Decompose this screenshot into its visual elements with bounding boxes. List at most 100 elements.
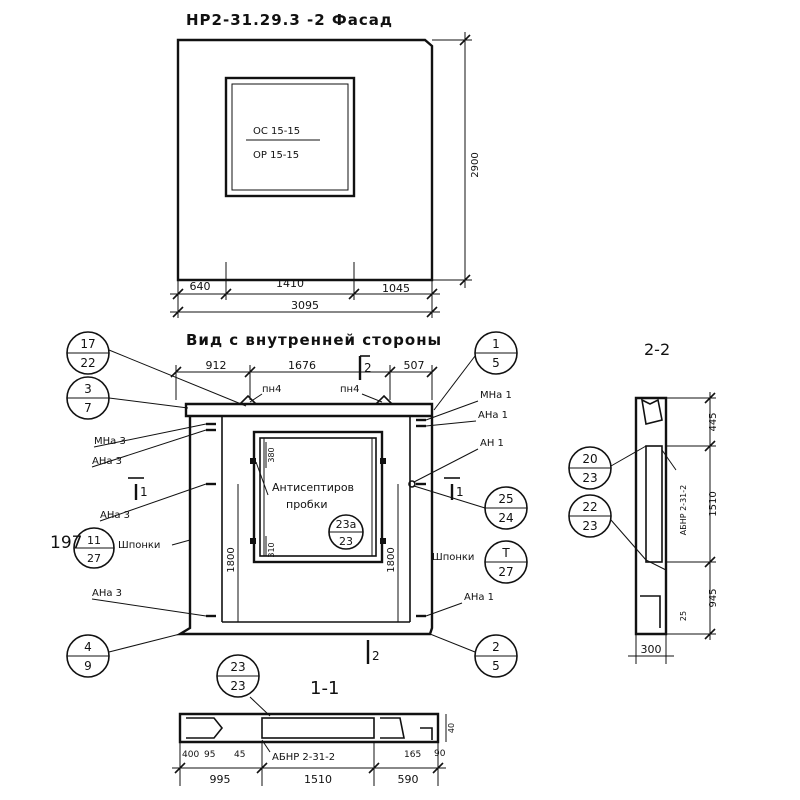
ref-4-num: 4 [84,640,92,654]
dim-95: 95 [204,750,215,760]
leader [255,461,269,496]
window-mark-bottom: ОР 15-15 [253,150,299,161]
leader [610,519,647,561]
leader [425,400,479,421]
ref-7-den: 7 [84,401,92,415]
section-2-2-window-block [645,445,663,563]
interior-window-inner [259,437,377,557]
dim-tick [426,366,438,378]
an1-label: АН 1 [480,438,504,449]
dim-tick [384,366,396,378]
dim-590: 590 [398,773,419,786]
dim-90: 90 [434,749,446,759]
leader [429,633,476,653]
leader [425,420,477,427]
panel-top-band [184,402,434,418]
dim-300: 300 [641,643,662,656]
ref-24-den: 24 [498,511,513,525]
leader [91,429,207,468]
pn4-right-label: пн4 [340,384,359,395]
ref-5b-den: 5 [492,659,500,673]
mna1-label: МНа 1 [480,390,512,401]
interior-dim-top-right: 507 [404,359,425,372]
dim-45: 45 [234,750,245,760]
cut-2-top-label: 2 [364,361,372,375]
abnr-s11: АБНР 2-31-2 [272,752,335,763]
ana1-b-label: АНа 1 [464,592,494,603]
leader [91,598,207,617]
facade-view: НР2-31.29.3 -2 Фасад ОС 15-15 ОР 15-15 2… [170,11,481,318]
ana1-a-label: АНа 1 [478,410,508,421]
interior-view: Вид с внутренней стороны 912 1676 507 2 … [50,331,528,678]
dim-945: 945 [708,588,719,607]
section-1-1-window-block [261,717,375,739]
ref-27-den: 27 [498,565,513,579]
section-1-1-title: 1-1 [310,678,339,699]
ref-23-den: 23 [339,535,353,548]
dim-tick [704,440,716,452]
facade-dim-left: 640 [190,280,211,293]
leader [413,485,486,509]
dim-380: 380 [267,447,276,462]
dim-1510-s22: 1510 [708,491,719,516]
facade-window-outer [224,76,356,198]
shponki-left-label: Шпонки [118,540,160,551]
dim-tick [459,34,471,46]
wood-plug [380,458,386,464]
dim-25: 25 [679,611,688,621]
dim-1510-s11: 1510 [304,773,332,786]
ref-23b-den-s22: 23 [582,519,597,533]
dim-tick [244,366,256,378]
ref-23-den-s11: 23 [230,679,245,693]
cut-2-bottom-label: 2 [372,649,380,663]
leader [249,393,263,403]
leader [361,393,383,403]
leader [99,483,207,522]
dim-tick [174,762,186,774]
interior-dim-top-left: 912 [206,359,227,372]
abnr-s22: АБНР 2-31-2 [679,485,688,535]
leader [425,602,463,617]
facade-title: НР2-31.29.3 -2 Фасад [186,11,393,29]
dim-tick [256,762,268,774]
section-2-2-bottom-detail [640,595,661,628]
ref-3-num: 3 [84,382,92,396]
cut-1-right-label: 1 [456,485,464,499]
antiseptic-label-2: пробки [286,498,327,511]
panel-outline [175,416,434,636]
ref-17-num: 17 [80,337,95,351]
lifting-loop-left [239,394,257,405]
mna3-label: МНа 3 [94,436,126,447]
section-2-2-detail-line [645,559,667,571]
facade-dim-mid: 1410 [276,277,304,290]
antiseptic-label-1: Антисептиров [272,481,354,494]
dim-tick [704,556,716,568]
dim-995: 995 [210,773,231,786]
ref-5-den: 5 [492,356,500,370]
shponki-right-label: Шпонки [432,552,474,563]
dim-tick [172,306,184,318]
section-2-2-title: 2-2 [644,340,670,359]
dim-tick [426,288,438,300]
lifting-loop-right [375,394,393,405]
ref-9-den: 9 [84,659,92,673]
leader [108,397,189,409]
ref-23a-num: 23а [336,518,357,531]
section-2-2-top-detail [640,398,663,425]
ref-27-den: 27 [87,552,101,565]
dim-tick [170,366,182,378]
dim-400: 400 [182,750,199,760]
ref-22-den: 22 [80,356,95,370]
section-1-1-left-detail [186,717,224,739]
dim-tick [432,762,444,774]
dim-tick [704,628,716,640]
ref-23-num-s11: 23 [230,660,245,674]
dim-1800-right: 1800 [386,547,397,572]
section-1-1-edge [420,727,433,740]
dim-tick [172,288,184,300]
section-1-1: 1-1 23 23 АБНР 2-31-2 400 95 45 165 90 4… [172,654,456,786]
leader [610,445,647,467]
leader [171,539,191,546]
dim-165: 165 [404,750,421,760]
